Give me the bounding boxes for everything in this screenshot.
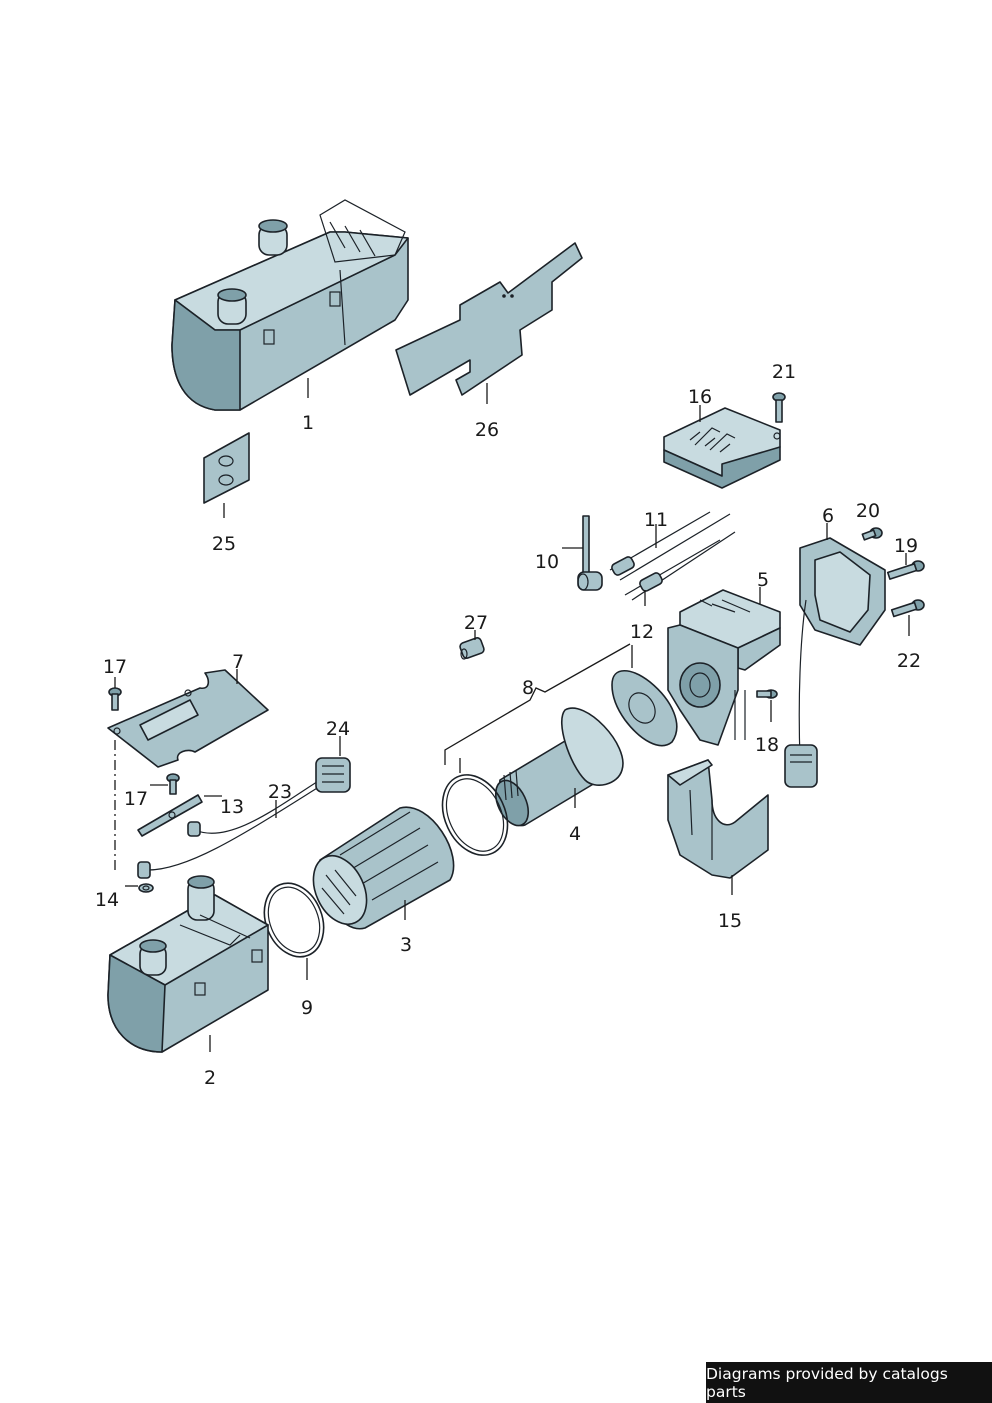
part-heat-exchanger[interactable] bbox=[303, 806, 455, 933]
part-glow-plug-cable[interactable] bbox=[609, 511, 736, 601]
part-blower-motor[interactable] bbox=[667, 589, 781, 746]
part-label-20: 20 bbox=[856, 500, 880, 522]
part-label-13: 13 bbox=[220, 796, 244, 818]
part-housing-lower[interactable] bbox=[107, 875, 269, 1053]
part-screw-22[interactable] bbox=[890, 599, 925, 618]
part-label-4: 4 bbox=[569, 823, 581, 845]
part-gasket-plate[interactable] bbox=[395, 242, 583, 396]
part-control-unit[interactable] bbox=[663, 407, 781, 489]
part-label-18: 18 bbox=[755, 734, 779, 756]
part-label-17-top: 17 bbox=[103, 656, 127, 678]
part-heater-assembly[interactable] bbox=[171, 199, 409, 411]
watermark-text: Diagrams provided by catalogs parts bbox=[706, 1364, 948, 1401]
part-label-12: 12 bbox=[630, 621, 654, 643]
part-label-19: 19 bbox=[894, 535, 918, 557]
part-cable-harness[interactable] bbox=[137, 779, 323, 879]
part-sealing-ring-large[interactable] bbox=[430, 764, 520, 865]
part-label-11: 11 bbox=[644, 509, 668, 531]
part-label-16: 16 bbox=[688, 386, 712, 408]
part-label-1: 1 bbox=[302, 412, 314, 434]
part-screw-18[interactable] bbox=[756, 689, 778, 699]
part-label-21: 21 bbox=[772, 361, 796, 383]
part-connector-housing[interactable] bbox=[784, 537, 886, 788]
part-screw-17-top[interactable] bbox=[108, 687, 122, 711]
part-label-10: 10 bbox=[535, 551, 559, 573]
part-label-7: 7 bbox=[232, 651, 244, 673]
part-label-24: 24 bbox=[326, 718, 350, 740]
part-small-gasket[interactable] bbox=[203, 432, 250, 504]
part-label-5: 5 bbox=[757, 569, 769, 591]
part-nipple[interactable] bbox=[459, 637, 485, 660]
part-label-27: 27 bbox=[464, 612, 488, 634]
watermark-banner: Diagrams provided by catalogs parts bbox=[706, 1362, 992, 1403]
part-cover-plate[interactable] bbox=[107, 669, 269, 768]
part-label-8: 8 bbox=[522, 677, 534, 699]
part-connector-plug[interactable] bbox=[315, 757, 351, 793]
part-gasket-disc[interactable] bbox=[611, 669, 678, 747]
part-label-22: 22 bbox=[897, 650, 921, 672]
part-screw-21[interactable] bbox=[772, 392, 786, 423]
part-washer[interactable] bbox=[138, 883, 154, 893]
part-label-23: 23 bbox=[268, 781, 292, 803]
part-clip[interactable] bbox=[137, 794, 203, 837]
part-label-17-middle: 17 bbox=[124, 788, 148, 810]
part-label-3: 3 bbox=[400, 934, 412, 956]
part-label-26: 26 bbox=[475, 419, 499, 441]
part-label-15: 15 bbox=[718, 910, 742, 932]
part-label-14: 14 bbox=[95, 889, 119, 911]
part-screw-19[interactable] bbox=[886, 560, 925, 580]
part-sensor-pin[interactable] bbox=[577, 515, 603, 591]
part-bracket[interactable] bbox=[667, 759, 769, 879]
part-label-9: 9 bbox=[301, 997, 313, 1019]
part-screw-17-middle[interactable] bbox=[166, 773, 180, 795]
part-label-6: 6 bbox=[822, 505, 834, 527]
part-combustion-tube[interactable] bbox=[489, 707, 624, 831]
part-label-25: 25 bbox=[212, 533, 236, 555]
part-label-2: 2 bbox=[204, 1067, 216, 1089]
part-screw-20[interactable] bbox=[861, 527, 883, 541]
